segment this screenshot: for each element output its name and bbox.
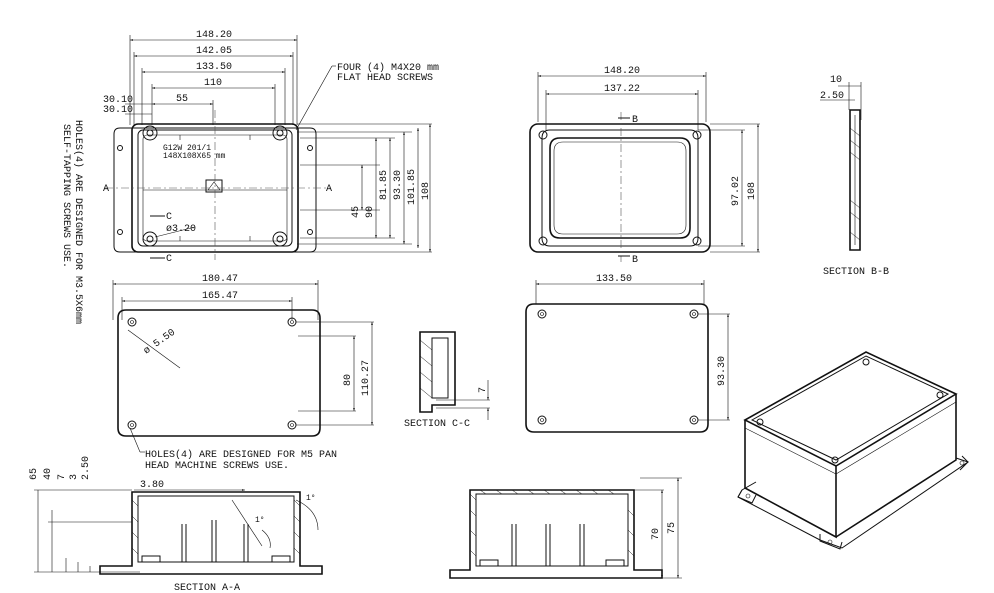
base-dim-180-47: 180.47	[202, 274, 238, 285]
marking-text-2: 148X108X65 mm	[163, 152, 226, 161]
lid-dim-97-02: 97.02	[731, 176, 742, 206]
dim-30-10-b: 30.10	[103, 105, 133, 116]
section-mark-c-top: C	[166, 212, 172, 223]
dim-110: 110	[204, 78, 222, 89]
aa-dim-2-50: 2.50	[81, 456, 92, 480]
aa-dim-3-80: 3.80	[140, 480, 164, 491]
dim-30-10-a: 30.10	[103, 95, 133, 106]
aa-angle-1: 1°	[255, 516, 265, 525]
holes-note-line1: HOLES(4) ARE DESIGNED FOR M3.5X6mm	[72, 120, 84, 324]
base-dim-165-47: 165.47	[202, 291, 238, 302]
screws-note-line2: FLAT HEAD SCREWS	[337, 73, 433, 84]
diameter-3-20: ø3.20	[166, 224, 196, 235]
base-holes-note-line2: HEAD MACHINE SCREWS USE.	[145, 461, 289, 472]
base-dim-110-27: 110.27	[361, 360, 372, 396]
dim-55: 55	[176, 94, 188, 105]
dim-90: 90	[365, 206, 376, 218]
lid-top-view: 148.20 137.22 B B 97.02 108	[529, 66, 760, 266]
dim-101-85: 101.85	[407, 169, 418, 205]
lidb-dim-93-30: 93.30	[717, 356, 728, 386]
lid-section-mark-b-bottom: B	[632, 255, 638, 266]
dim-93-30: 93.30	[393, 170, 404, 200]
side-dim-70: 70	[651, 528, 662, 540]
bb-dim-10: 10	[830, 75, 842, 86]
lid-section-mark-b-top: B	[632, 115, 638, 126]
lid-bottom-view: 133.50 93.30	[525, 274, 730, 433]
bb-title: SECTION B-B	[823, 267, 889, 278]
aa-angle-2: 1°	[306, 494, 316, 503]
dim-148-20: 148.20	[196, 30, 232, 41]
bb-dim-2-50: 2.50	[820, 91, 844, 102]
dim-81-85: 81.85	[379, 170, 390, 200]
dim-142-05: 142.05	[196, 46, 232, 57]
section-aa: 65 40 7 3 2.50 3.80 1° 1° SECTION A-A	[29, 456, 323, 593]
cc-title: SECTION C-C	[404, 419, 470, 430]
aa-dim-3: 3	[69, 474, 80, 480]
screws-note-line1: FOUR (4) M4X20 mm	[337, 62, 439, 74]
section-cc: 7 SECTION C-C	[404, 331, 490, 430]
side-section: 70 75	[449, 477, 682, 579]
base-holes-note-line1: HOLES(4) ARE DESIGNED FOR M5 PAN	[145, 449, 337, 461]
section-bb: 10 2.50 SECTION B-B	[820, 75, 889, 278]
dim-133-50: 133.50	[196, 62, 232, 73]
section-mark-a-right: A	[326, 184, 332, 195]
lid-dim-108: 108	[747, 182, 758, 200]
lid-dim-137-22: 137.22	[604, 84, 640, 95]
aa-title: SECTION A-A	[174, 583, 240, 593]
cc-dim-7: 7	[478, 387, 489, 393]
aa-dim-7: 7	[57, 474, 68, 480]
base-diameter-5-50: ø 5.50	[142, 328, 178, 358]
marking-text: G12W 201/1	[163, 144, 211, 153]
dim-108: 108	[421, 182, 432, 200]
section-mark-c-bottom: C	[166, 254, 172, 265]
section-mark-a-left: A	[103, 184, 109, 195]
dim-45: 45	[351, 206, 362, 218]
lidb-dim-133-50: 133.50	[596, 274, 632, 285]
aa-dim-65: 65	[29, 468, 40, 480]
aa-dim-40: 40	[43, 468, 54, 480]
top-view: 148.20 142.05 133.50 110 55 30.10 30.10 …	[60, 30, 439, 324]
holes-note-line2: SELF-TAPPING SCREWS USE.	[60, 124, 71, 268]
isometric-view	[737, 351, 969, 550]
base-dim-80: 80	[343, 374, 354, 386]
lid-dim-148-20: 148.20	[604, 66, 640, 77]
base-view: 180.47 165.47 ø 5.50 80 110.27 HOLES(4) …	[112, 274, 374, 472]
side-dim-75: 75	[667, 522, 678, 534]
